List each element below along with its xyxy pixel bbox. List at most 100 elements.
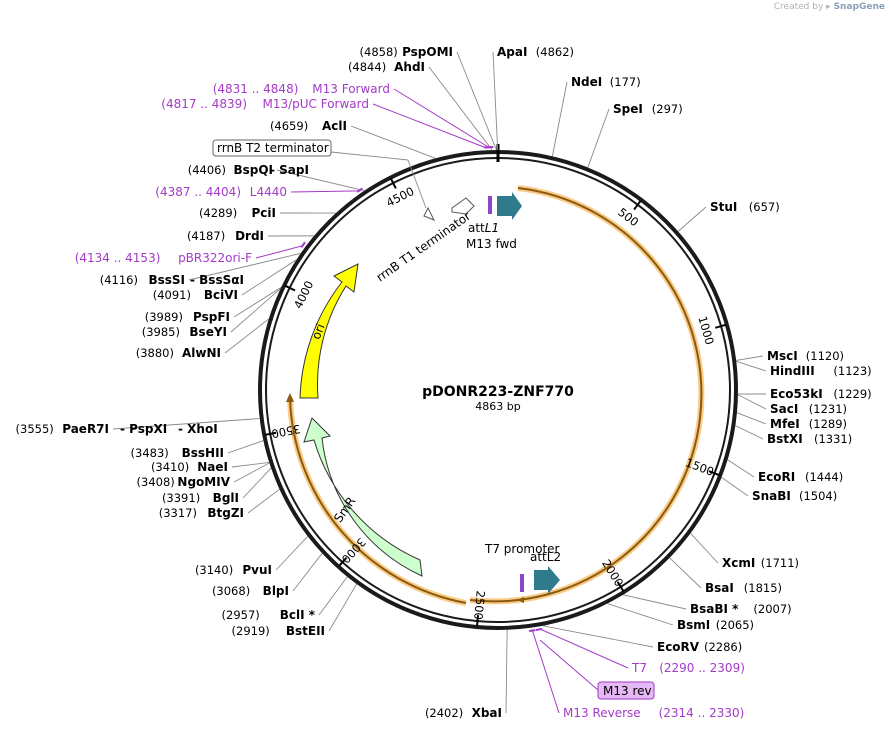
- enzyme-position: (3483): [131, 446, 169, 460]
- insert-arc: [469, 185, 705, 605]
- enzyme-site-naei[interactable]: (3410)NaeI: [151, 460, 228, 474]
- primer-t7[interactable]: T7(2290 .. 2309): [631, 661, 745, 675]
- enzyme-name: SpeI: [613, 102, 643, 116]
- enzyme-site-hindiii[interactable]: HindIII(1123): [770, 364, 872, 378]
- enzyme-site-bsshii[interactable]: (3483)BssHII: [131, 446, 224, 460]
- enzyme-site-xhoi[interactable]: - XhoI: [178, 422, 218, 436]
- left-arc-line: [289, 397, 467, 604]
- enzyme-site-bcivi[interactable]: (4091) BciVI: [153, 288, 238, 302]
- enzyme-name: BsaI: [705, 581, 734, 595]
- primer-leader-line: [255, 244, 305, 259]
- leader-line: [241, 259, 297, 296]
- rrnb-t2-leader-2: [407, 159, 427, 209]
- enzyme-position: (3880): [136, 346, 174, 360]
- enzyme-name: MscI: [767, 349, 798, 363]
- enzyme-site-pcii[interactable]: (4289)PciI: [199, 206, 276, 220]
- enzyme-site-eco53ki[interactable]: Eco53kI(1229): [770, 387, 872, 401]
- leader-line: [188, 252, 301, 281]
- enzyme-site-pvui[interactable]: (3140)PvuI: [195, 563, 272, 577]
- enzyme-name: PciI: [252, 206, 277, 220]
- primer-name: M13/pUC Forward: [262, 97, 369, 111]
- enzyme-position: (177): [610, 75, 641, 89]
- primer-m13-puc-forward[interactable]: (4817 .. 4839)M13/pUC Forward: [161, 97, 369, 111]
- enzyme-site-bseyi[interactable]: (3985)BseYI: [142, 325, 227, 339]
- tick-label: 4500: [384, 184, 416, 210]
- enzyme-site-blpi[interactable]: (3068)BlpI: [212, 584, 289, 598]
- enzyme-position: (4862): [536, 45, 574, 59]
- enzyme-site-paer7i[interactable]: (3555) PaeR7I: [16, 422, 109, 436]
- leader-line: [690, 532, 719, 564]
- enzyme-name: XbaI: [472, 706, 502, 720]
- enzyme-site-btgzi[interactable]: (3317)BtgZI: [159, 506, 244, 520]
- enzyme-site-pspfi[interactable]: (3989) PspFI: [145, 310, 230, 324]
- enzyme-site-ngomiv[interactable]: (3408)NgoMIV: [137, 475, 231, 489]
- m13-rev-label: M13 rev: [603, 684, 652, 698]
- enzyme-site-stui[interactable]: StuI(657): [710, 200, 780, 214]
- leader-line: [677, 206, 707, 232]
- enzyme-site-drdi[interactable]: (4187)DrdI: [187, 229, 264, 243]
- enzyme-position: (4187): [187, 229, 225, 243]
- tick-mark: [389, 178, 397, 189]
- enzyme-site-bstxi[interactable]: BstXI(1331): [767, 432, 852, 446]
- enzyme-site-spei[interactable]: SpeI(297): [613, 102, 683, 116]
- enzyme-name: PspFI: [193, 310, 230, 324]
- enzyme-site-xbai[interactable]: (2402) XbaI: [425, 706, 502, 720]
- enzyme-site-bspqi[interactable]: (4406)BspQI: [188, 163, 273, 177]
- leader-line: [292, 553, 323, 592]
- enzyme-name: BciVI: [204, 288, 238, 302]
- enzyme-site-bgli[interactable]: (3391)BglI: [162, 491, 239, 505]
- enzyme-site-apai[interactable]: ApaI(4862): [497, 45, 574, 59]
- enzyme-position: (2402): [425, 706, 463, 720]
- enzyme-position: (3410): [151, 460, 189, 474]
- enzyme-site-sapi[interactable]: - SapI: [270, 163, 309, 177]
- leader-line: [328, 583, 358, 632]
- primer-range: (2314 .. 2330): [659, 706, 745, 720]
- primer-l4440[interactable]: (4387 .. 4404)L4440: [155, 185, 287, 199]
- insert-arrowhead: [517, 597, 524, 603]
- tick-label: 3500: [270, 422, 301, 441]
- enzyme-site-xcmi[interactable]: XcmI(1711): [722, 556, 799, 570]
- enzyme-site-snabi[interactable]: SnaBI(1504): [752, 489, 837, 503]
- primer-m13-reverse[interactable]: M13 Reverse(2314 .. 2330): [563, 706, 744, 720]
- tick-label: 1500: [684, 455, 716, 479]
- enzyme-site-acli[interactable]: (4659)AclI: [270, 119, 347, 133]
- enzyme-site-bsteii[interactable]: (2919) BstEII: [232, 624, 325, 638]
- enzyme-site-alwni[interactable]: (3880)AlwNI: [136, 346, 221, 360]
- left-arc-arrowhead: [286, 393, 294, 402]
- enzyme-position: (1120): [806, 349, 844, 363]
- enzyme-site-ecori[interactable]: EcoRI(1444): [758, 470, 843, 484]
- enzyme-site-bsai[interactable]: BsaI(1815): [705, 581, 782, 595]
- leader-line: [727, 459, 755, 478]
- enzyme-position: (3140): [195, 563, 233, 577]
- enzyme-site-pspomi[interactable]: (4858)PspOMI: [360, 45, 453, 59]
- enzyme-site-saci[interactable]: SacI(1231): [770, 402, 847, 416]
- enzyme-site-ahdi[interactable]: (4844)AhdI: [348, 60, 425, 74]
- enzyme-site-mfei[interactable]: MfeI(1289): [770, 417, 847, 431]
- leader-line: [736, 412, 767, 425]
- m13-rev-callout: M13 rev: [597, 681, 655, 700]
- enzyme-position: (4091): [153, 288, 191, 302]
- enzyme-site-ecorv[interactable]: EcoRV(2286): [657, 640, 742, 654]
- enzyme-site-bcli[interactable]: (2957)BclI *: [222, 608, 316, 622]
- enzyme-site-bsssai[interactable]: - BssSαI: [190, 273, 244, 287]
- enzyme-position: (3989): [145, 310, 183, 324]
- enzyme-site-bsabi[interactable]: BsaBI *(2007): [690, 602, 792, 616]
- primer-pbr322ori-f[interactable]: (4134 .. 4153)pBR322ori-F: [75, 251, 252, 265]
- enzyme-site-ndei[interactable]: NdeI(177): [571, 75, 641, 89]
- m13-fwd-label: M13 fwd: [466, 237, 517, 251]
- primer-m13-forward[interactable]: (4831 .. 4848)M13 Forward: [213, 82, 390, 96]
- enzyme-position: (1289): [809, 417, 847, 431]
- enzyme-name: BstEII: [286, 624, 325, 638]
- enzyme-site-pspxi[interactable]: - PspXI: [120, 422, 167, 436]
- enzyme-name: PaeR7I: [62, 422, 109, 436]
- rrnb-t2-arrow: [423, 206, 436, 221]
- plasmid-name: pDONR223-ZNF770: [422, 384, 574, 400]
- tick-mark: [633, 200, 642, 211]
- enzyme-site-bsssi[interactable]: (4116)BssSI: [100, 273, 185, 287]
- enzyme-position: (2919): [232, 624, 270, 638]
- enzyme-position: (3555): [16, 422, 54, 436]
- enzyme-position: (3317): [159, 506, 197, 520]
- enzyme-site-bsmi[interactable]: BsmI(2065): [677, 618, 754, 632]
- enzyme-site-msci[interactable]: MscI (1120): [767, 349, 844, 363]
